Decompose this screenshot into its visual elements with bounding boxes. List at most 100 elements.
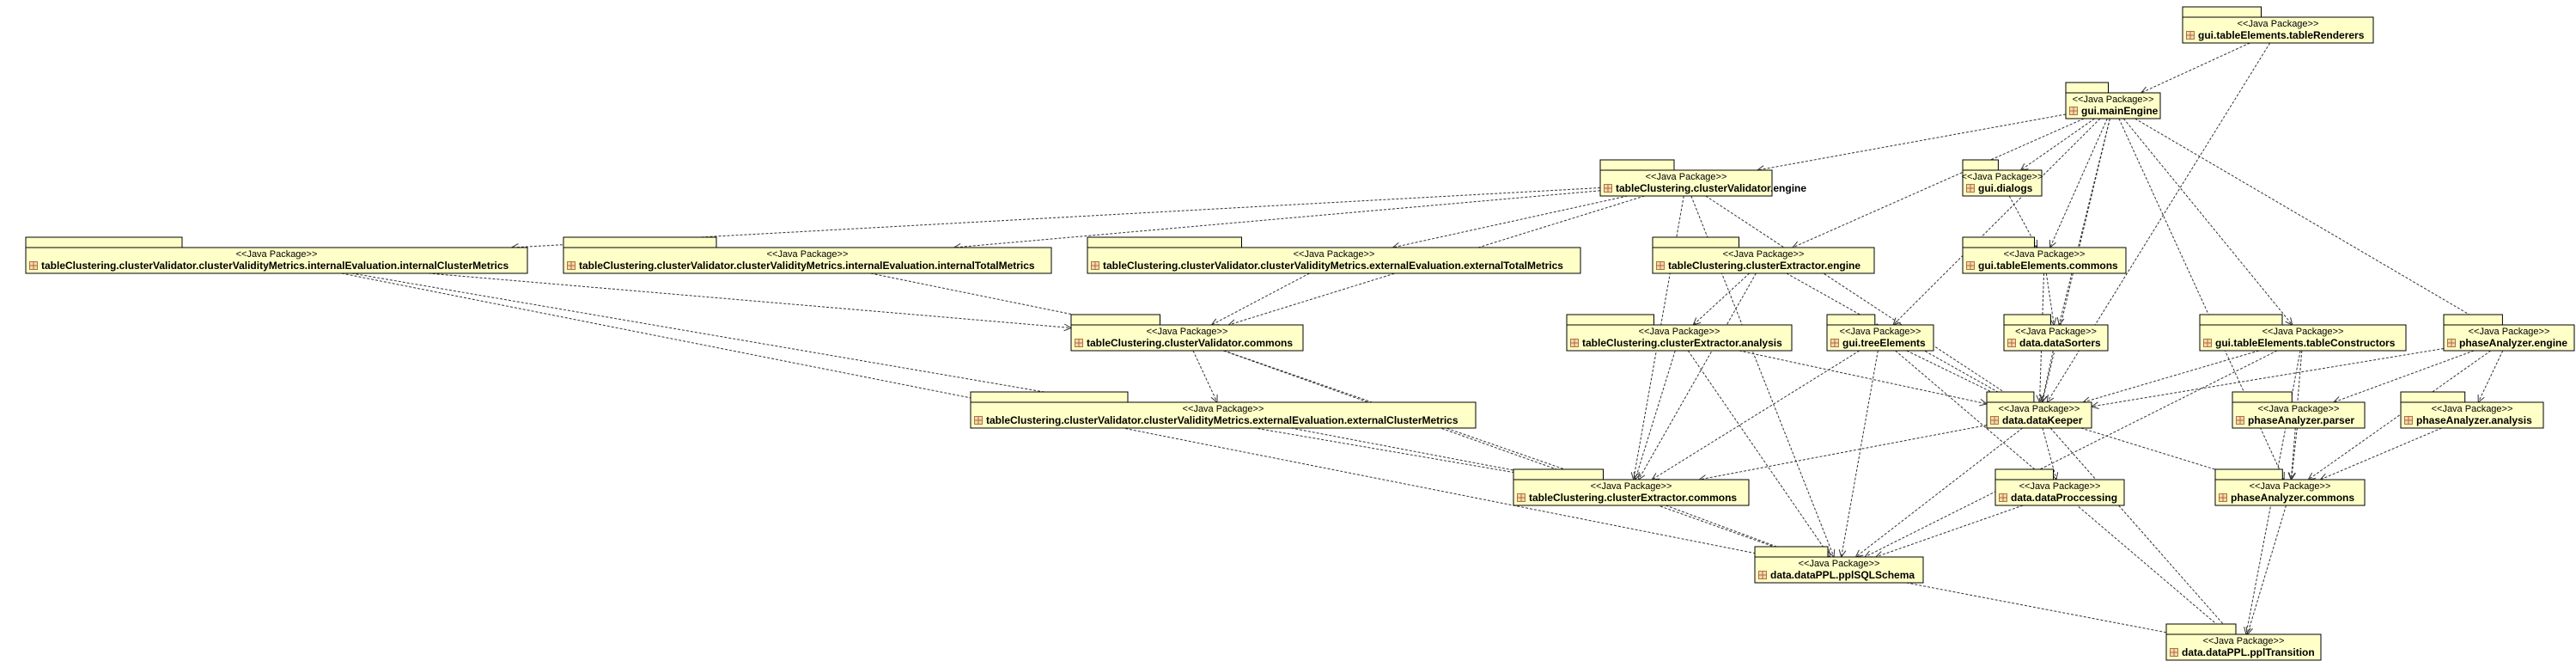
stereotype-label: <<Java Package>> [1294, 249, 1375, 260]
package-body [2443, 324, 2575, 352]
stereotype-label: <<Java Package>> [1799, 559, 1880, 569]
package-name: tableClustering.clusterValidator.cluster… [579, 260, 1035, 272]
package-name: tableClustering.clusterValidator.engine [1616, 182, 1806, 194]
package-tab [563, 236, 717, 248]
package-body [1566, 324, 1793, 352]
dependency-dataKeeper-to-pplTrans [2049, 427, 2233, 635]
package-icon [1990, 416, 1999, 425]
package-tab [970, 391, 1129, 403]
package-tableConstructors[interactable]: <<Java Package>>gui.tableElements.tableC… [2199, 314, 2407, 352]
package-pplSQL[interactable]: <<Java Package>>data.dataPPL.pplSQLSchem… [1754, 546, 1924, 584]
dependency-paAnalysis-to-paCommons [2319, 427, 2442, 480]
package-body [1087, 247, 1581, 274]
package-ceEngine[interactable]: <<Java Package>>tableClustering.clusterE… [1652, 236, 1875, 274]
package-body [970, 401, 1477, 429]
stereotype-label: <<Java Package>> [1591, 481, 1672, 492]
package-body [1513, 479, 1750, 506]
package-name: phaseAnalyzer.commons [2231, 492, 2354, 504]
dependency-paEngine-to-paAnalysis [2477, 350, 2504, 404]
package-body [2165, 633, 2322, 661]
dependency-ceEngine-to-ceAnalysis [1692, 272, 1751, 326]
package-tab [1566, 314, 1654, 326]
package-body [1994, 479, 2125, 506]
package-name: data.dataPPL.pplSQLSchema [1770, 569, 1915, 581]
package-tab [2443, 314, 2503, 326]
stereotype-label: <<Java Package>> [1840, 327, 1921, 337]
package-tab [25, 236, 183, 248]
package-itm[interactable]: <<Java Package>>tableClustering.clusterV… [563, 236, 1052, 274]
package-icon [29, 261, 38, 270]
package-tab [1652, 236, 1739, 248]
package-body [1754, 556, 1924, 584]
package-icon [974, 416, 983, 425]
package-paCommons[interactable]: <<Java Package>>phaseAnalyzer.commons [2214, 468, 2366, 506]
package-guiCommons[interactable]: <<Java Package>>gui.tableElements.common… [1962, 236, 2127, 274]
stereotype-label: <<Java Package>> [1962, 172, 2043, 182]
package-cvCommons[interactable]: <<Java Package>>tableClustering.clusterV… [1070, 314, 1304, 352]
package-name: tableClustering.clusterValidator.commons [1087, 337, 1293, 349]
package-icon [1966, 261, 1975, 270]
package-name: tableClustering.clusterValidator.cluster… [1103, 260, 1563, 272]
stereotype-label: <<Java Package>> [2469, 327, 2550, 337]
package-dialogs[interactable]: <<Java Package>>gui.dialogs [1962, 159, 2043, 197]
package-icon [1604, 184, 1612, 193]
dependency-pplSQL-to-pplTrans [1906, 582, 2177, 637]
stereotype-label: <<Java Package>> [1723, 249, 1805, 260]
package-pplTrans[interactable]: <<Java Package>>data.dataPPL.pplTransiti… [2165, 623, 2322, 661]
package-body [1962, 169, 2043, 197]
package-tab [2199, 314, 2283, 326]
package-name: phaseAnalyzer.analysis [2416, 414, 2532, 426]
dependency-mainEngine-to-dialogs [2019, 118, 2095, 171]
package-renderers[interactable]: <<Java Package>>gui.tableElements.tableR… [2182, 6, 2374, 44]
package-tab [1087, 236, 1242, 248]
package-icon [1091, 261, 1099, 270]
package-icon [1966, 184, 1975, 193]
package-icon [2170, 648, 2178, 657]
package-tab [1070, 314, 1160, 326]
package-treeElements[interactable]: <<Java Package>>gui.treeElements [1826, 314, 1934, 352]
package-tab [2232, 391, 2293, 403]
package-name: data.dataKeeper [2002, 414, 2083, 426]
package-body [1986, 401, 2092, 429]
dependency-ceEngine-to-ceCommons [1638, 272, 1757, 480]
package-dataProc[interactable]: <<Java Package>>data.dataProccessing [1994, 468, 2125, 506]
package-ceAnalysis[interactable]: <<Java Package>>tableClustering.clusterE… [1566, 314, 1793, 352]
package-icon [1830, 339, 1839, 347]
dependency-cvEngine-to-itm [953, 190, 1601, 251]
stereotype-label: <<Java Package>> [2015, 327, 2097, 337]
package-name: tableClustering.clusterValidator.cluster… [41, 260, 509, 272]
package-tab [1994, 468, 2054, 480]
package-tab [1513, 468, 1604, 480]
package-body [2199, 324, 2407, 352]
package-name: tableClustering.clusterValidator.cluster… [986, 414, 1459, 426]
package-dataSorters[interactable]: <<Java Package>>data.dataSorters [2003, 314, 2109, 352]
package-icon [567, 261, 575, 270]
package-paEngine[interactable]: <<Java Package>>phaseAnalyzer.engine [2443, 314, 2575, 352]
package-ceCommons[interactable]: <<Java Package>>tableClustering.clusterE… [1513, 468, 1750, 506]
package-name: gui.dialogs [1978, 182, 2033, 194]
package-name: gui.tableElements.tableConstructors [2215, 337, 2396, 349]
stereotype-label: <<Java Package>> [1183, 404, 1264, 414]
package-tab [1986, 391, 2035, 403]
package-dataKeeper[interactable]: <<Java Package>>data.dataKeeper [1986, 391, 2092, 429]
package-icm[interactable]: <<Java Package>>tableClustering.clusterV… [25, 236, 528, 274]
package-body [2003, 324, 2109, 352]
dependency-dataProc-to-pplSQL [1874, 505, 2024, 559]
package-cvEngine[interactable]: <<Java Package>>tableClustering.clusterV… [1599, 159, 1806, 197]
package-body [1070, 324, 1304, 352]
package-name: gui.tableElements.commons [1978, 260, 2118, 272]
package-icon [2236, 416, 2244, 425]
package-paParser[interactable]: <<Java Package>>phaseAnalyzer.parser [2232, 391, 2366, 429]
package-paAnalysis[interactable]: <<Java Package>>phaseAnalyzer.analysis [2400, 391, 2544, 429]
package-icon [1075, 339, 1083, 347]
stereotype-label: <<Java Package>> [2238, 19, 2319, 29]
package-tab [2182, 6, 2262, 18]
package-body [1652, 247, 1875, 274]
package-name: gui.mainEngine [2081, 105, 2159, 117]
package-body [2400, 401, 2544, 429]
package-ecm[interactable]: <<Java Package>>tableClustering.clusterV… [970, 391, 1477, 429]
package-etm[interactable]: <<Java Package>>tableClustering.clusterV… [1087, 236, 1581, 274]
package-body [2214, 479, 2366, 506]
dependency-cvEngine-to-etm [1392, 195, 1628, 250]
package-mainEngine[interactable]: <<Java Package>>gui.mainEngine [2065, 82, 2161, 119]
